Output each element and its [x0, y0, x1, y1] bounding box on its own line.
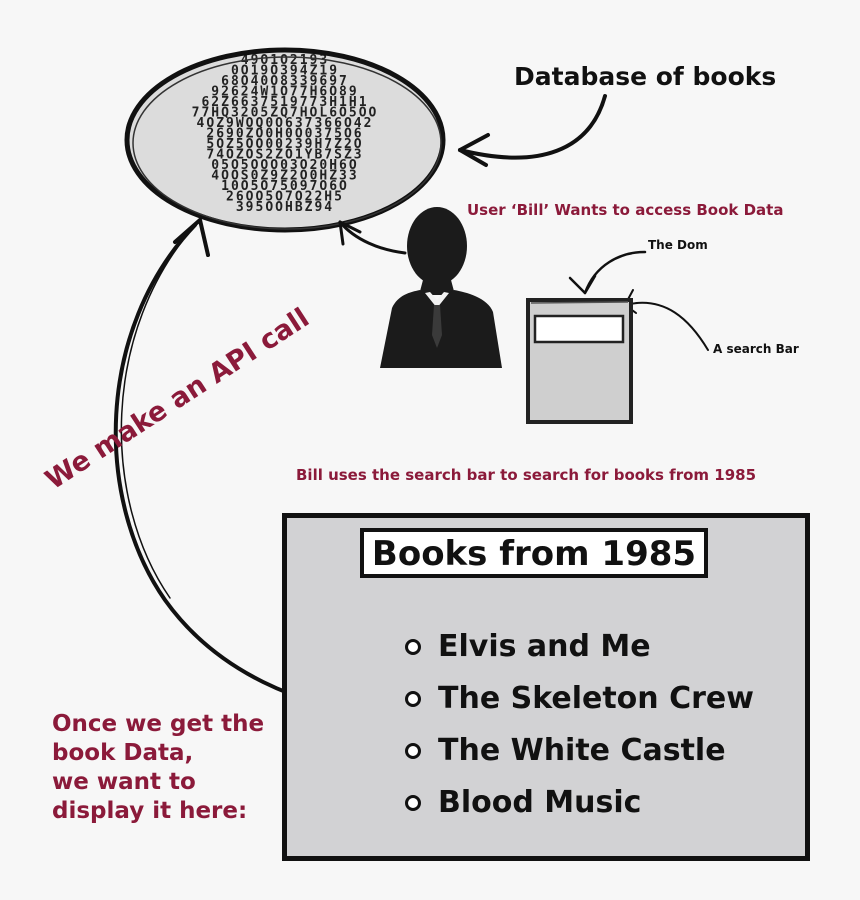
database-digit-row: 4OOS0Z9Z2O0HZ33 — [211, 169, 358, 184]
circle-bullet-icon — [405, 639, 421, 655]
display-label-line: display it here: — [52, 798, 248, 824]
user-silhouette-icon — [380, 207, 502, 368]
list-item: Elvis and Me — [405, 621, 754, 673]
display-label-line: Once we get the — [52, 711, 265, 737]
database-digit-row: 05O5OOO03O20H6O — [211, 158, 358, 173]
book-title: The White Castle — [438, 733, 726, 768]
list-item: The White Castle — [405, 725, 754, 777]
database-digit-row: 0O19O394Z19 — [231, 64, 339, 79]
circle-bullet-icon — [405, 743, 421, 759]
book-title: Elvis and Me — [438, 629, 651, 664]
database-ellipse: 49O1O21930O19O394Z1968O40O833969792624W1… — [124, 47, 446, 233]
circle-bullet-icon — [405, 795, 421, 811]
arrow-search-bar — [624, 289, 709, 351]
database-label: Database of books — [514, 62, 777, 91]
database-digit-row: 4OZ9WOQ0O637366O42 — [197, 116, 374, 131]
book-list: Elvis and Me The Skeleton Crew The White… — [405, 621, 754, 829]
arrow-user-to-database — [338, 220, 407, 255]
database-digit-row: 77HQ3205ZQ7HOL6O5OO — [192, 106, 379, 121]
database-digit-row: 26OO5O7O22H5 — [226, 190, 344, 205]
panel-title: Books from 1985 — [360, 528, 708, 578]
database-digit-row: 10O5O75097O6O — [221, 179, 349, 194]
display-label-line: book Data, — [52, 740, 194, 766]
browser-window-icon — [526, 298, 633, 424]
display-label-line: we want to — [52, 769, 196, 795]
dom-label: The Dom — [648, 238, 708, 252]
book-title: Blood Music — [438, 785, 642, 820]
user-label: User ‘Bill’ Wants to access Book Data — [467, 201, 784, 219]
database-digit-row: 92624W1O77H6O89 — [211, 85, 358, 100]
search-description: Bill uses the search bar to search for b… — [296, 466, 757, 484]
circle-bullet-icon — [405, 691, 421, 707]
database-digit-row: 5OZ5OO00239H7Z2O — [206, 137, 363, 152]
database-digit-row: 49O1O2193 — [241, 53, 329, 68]
database-digit-row: 2690ZO0H0O0375O6 — [206, 127, 363, 142]
book-title: The Skeleton Crew — [438, 681, 754, 716]
list-item: The Skeleton Crew — [405, 673, 754, 725]
database-digit-row: 62Z6637519773H1H1 — [201, 95, 368, 110]
list-item: Blood Music — [405, 777, 754, 829]
arrow-dom — [568, 250, 647, 295]
search-bar-label: A search Bar — [713, 342, 799, 356]
database-digit-row: 74OZOS2ZO1YB7SZ3 — [206, 148, 363, 163]
arrow-label-to-database — [458, 94, 607, 167]
database-digit-row: 68O40O8339697 — [221, 74, 349, 89]
database-digit-row: 395OOHBZ94 — [236, 200, 334, 215]
display-label: Once we get the book Data, we want to di… — [52, 710, 264, 826]
